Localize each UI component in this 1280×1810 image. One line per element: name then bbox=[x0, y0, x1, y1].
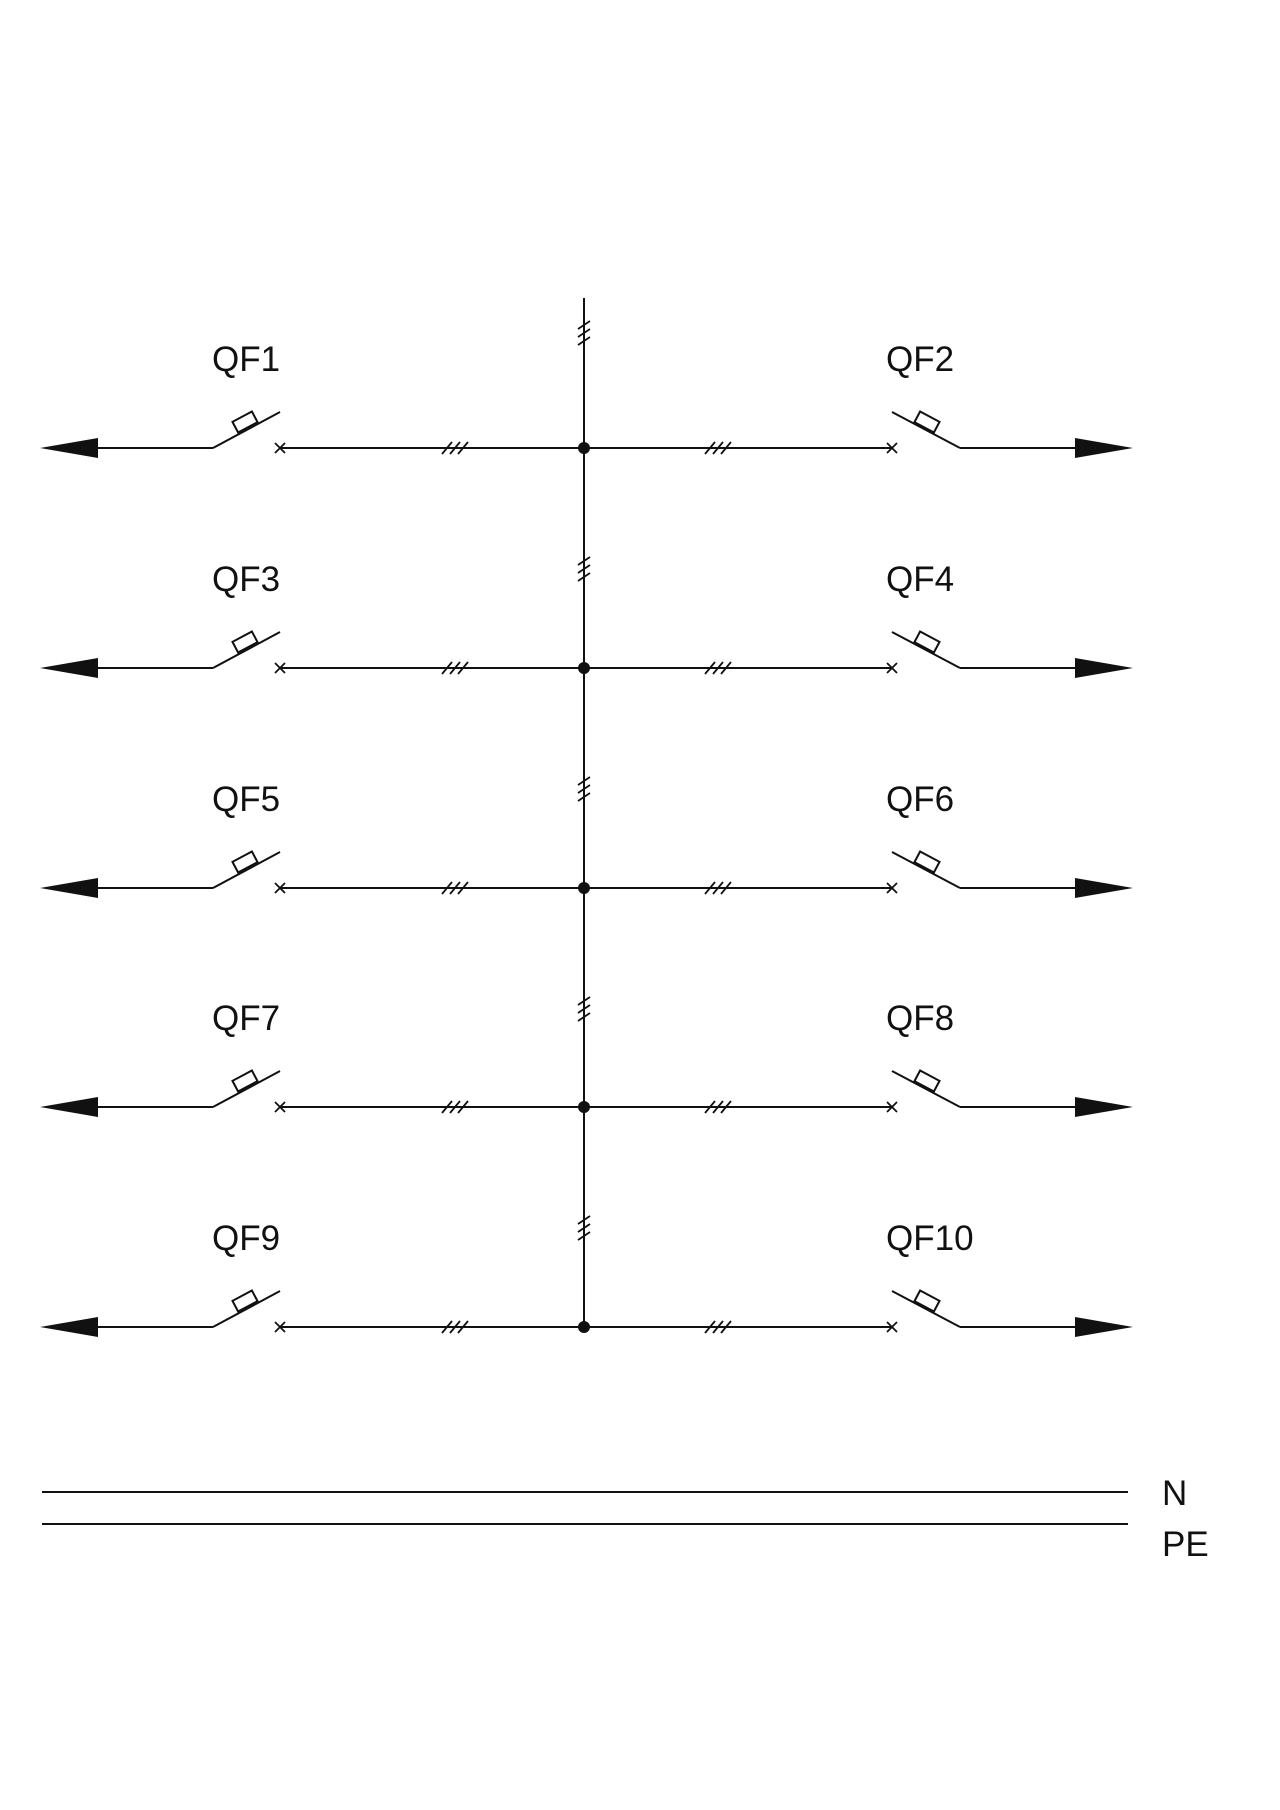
outgoing-arrow bbox=[1075, 1317, 1133, 1337]
feeder-row: QF5 QF6 bbox=[40, 780, 1133, 898]
breaker-trip-box bbox=[231, 850, 259, 874]
right-feeder: QF10 bbox=[584, 1219, 1133, 1337]
breaker-blade bbox=[212, 851, 281, 889]
outgoing-arrow bbox=[40, 1317, 98, 1337]
right-feeder: QF2 bbox=[584, 340, 1133, 458]
breaker-trip-box bbox=[231, 1069, 259, 1093]
breaker-trip-box bbox=[913, 410, 941, 434]
breaker-label: QF5 bbox=[212, 780, 280, 819]
breaker-label: QF6 bbox=[886, 780, 954, 819]
breaker-blade bbox=[212, 1070, 281, 1108]
breaker-label: QF2 bbox=[886, 340, 954, 379]
breaker-blade bbox=[891, 851, 961, 889]
breaker-blade bbox=[212, 1290, 281, 1328]
breaker-trip-box bbox=[913, 630, 941, 654]
neutral-pe-lines: N PE bbox=[42, 1474, 1209, 1564]
breaker-blade bbox=[891, 411, 961, 449]
breaker-label: QF10 bbox=[886, 1219, 974, 1258]
outgoing-arrow bbox=[40, 878, 98, 898]
left-feeder: QF3 bbox=[40, 560, 584, 678]
outgoing-arrow bbox=[1075, 878, 1133, 898]
bus-junction-dot bbox=[578, 1101, 590, 1113]
left-feeder: QF1 bbox=[40, 340, 584, 458]
outgoing-arrow bbox=[40, 1097, 98, 1117]
right-feeder: QF6 bbox=[584, 780, 1133, 898]
breaker-blade bbox=[212, 631, 281, 669]
breaker-label: QF1 bbox=[212, 340, 280, 379]
feeder-row: QF1 QF2 bbox=[40, 340, 1133, 458]
breaker-label: QF8 bbox=[886, 999, 954, 1038]
bus-phase-marker bbox=[577, 776, 591, 802]
outgoing-arrow bbox=[40, 658, 98, 678]
left-feeder: QF5 bbox=[40, 780, 584, 898]
breaker-trip-box bbox=[913, 1069, 941, 1093]
breaker-blade bbox=[891, 1070, 961, 1108]
bus-junction-dot bbox=[578, 442, 590, 454]
bus-phase-marker bbox=[577, 320, 591, 346]
feeder-row: QF7 QF8 bbox=[40, 999, 1133, 1117]
bus-phase-marker bbox=[577, 556, 591, 582]
bus-phase-marker bbox=[577, 1215, 591, 1241]
feeder-row: QF9 QF10 bbox=[40, 1219, 1133, 1337]
pe-label: PE bbox=[1162, 1525, 1209, 1564]
feeder-row: QF3 QF4 bbox=[40, 560, 1133, 678]
main-bus bbox=[577, 298, 591, 1327]
breaker-label: QF4 bbox=[886, 560, 954, 599]
bus-junction-dot bbox=[578, 1321, 590, 1333]
bus-junction-dot bbox=[578, 882, 590, 894]
left-feeder: QF9 bbox=[40, 1219, 584, 1337]
breaker-trip-box bbox=[913, 1289, 941, 1313]
outgoing-arrow bbox=[1075, 438, 1133, 458]
right-feeder: QF4 bbox=[584, 560, 1133, 678]
breaker-blade bbox=[212, 411, 281, 449]
breaker-trip-box bbox=[231, 630, 259, 654]
breaker-blade bbox=[891, 1290, 961, 1328]
right-feeder: QF8 bbox=[584, 999, 1133, 1117]
breaker-label: QF3 bbox=[212, 560, 280, 599]
outgoing-arrow bbox=[1075, 658, 1133, 678]
neutral-label: N bbox=[1162, 1474, 1187, 1513]
bus-junction-dot bbox=[578, 662, 590, 674]
breaker-blade bbox=[891, 631, 961, 669]
bus-phase-marker bbox=[577, 996, 591, 1022]
breaker-label: QF9 bbox=[212, 1219, 280, 1258]
outgoing-arrow bbox=[40, 438, 98, 458]
breaker-trip-box bbox=[231, 1289, 259, 1313]
breaker-trip-box bbox=[913, 850, 941, 874]
breaker-trip-box bbox=[231, 410, 259, 434]
outgoing-arrow bbox=[1075, 1097, 1133, 1117]
breaker-label: QF7 bbox=[212, 999, 280, 1038]
left-feeder: QF7 bbox=[40, 999, 584, 1117]
